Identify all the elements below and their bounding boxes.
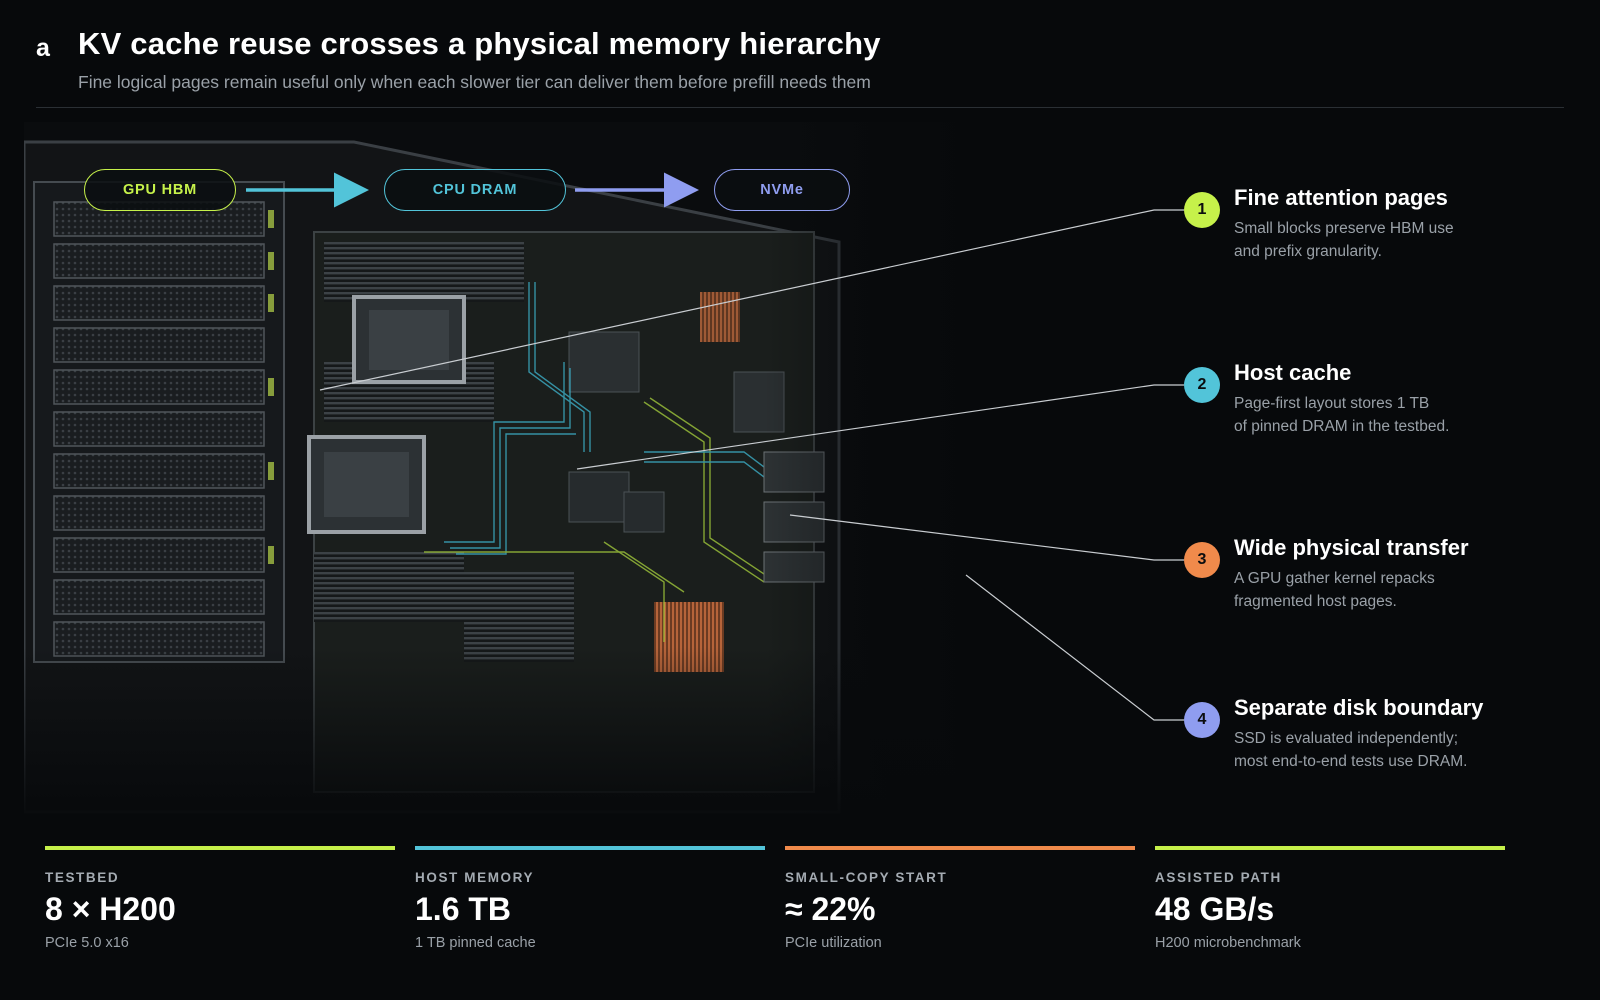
figure-subtitle: Fine logical pages remain useful only wh…: [78, 72, 871, 92]
header-divider: [36, 107, 1564, 108]
callout-description-line: fragmented host pages.: [1234, 593, 1397, 610]
leader-line-3: [789, 514, 1184, 561]
stat-value: 1.6 TB: [415, 891, 512, 927]
stat-value: 8 × H200: [45, 891, 176, 927]
callout-description-line: Page-first layout stores 1 TB: [1234, 395, 1430, 412]
stat-note: 1 TB pinned cache: [415, 935, 536, 951]
stat-assisted-path: ASSISTED PATH 48 GB/s H200 microbenchmar…: [1155, 846, 1505, 951]
stat-testbed: TESTBED 8 × H200 PCIe 5.0 x16: [45, 846, 395, 951]
callout-title: Wide physical transfer: [1234, 535, 1469, 560]
callout-title: Fine attention pages: [1234, 185, 1448, 210]
callout-description-line: A GPU gather kernel repacks: [1234, 570, 1435, 587]
callout-number-badge: 1: [1184, 192, 1220, 228]
callout-number-badge: 2: [1184, 367, 1220, 403]
stat-value: ≈ 22%: [785, 891, 876, 927]
stat-label: TESTBED: [45, 870, 120, 885]
stat-small-copy-start: SMALL-COPY START ≈ 22% PCIe utilization: [785, 846, 1135, 951]
callout-description-line: Small blocks preserve HBM use: [1234, 220, 1454, 237]
callout-description-line: SSD is evaluated independently;: [1234, 730, 1459, 747]
callout-title: Host cache: [1234, 360, 1352, 385]
stat-accent-bar: [415, 846, 765, 850]
leader-line-4: [965, 574, 1184, 721]
figure-title: KV cache reuse crosses a physical memory…: [78, 26, 881, 61]
stat-accent-bar: [1155, 846, 1505, 850]
leader-line-1: [319, 209, 1184, 391]
callout-description-line: and prefix granularity.: [1234, 243, 1382, 260]
stat-label: HOST MEMORY: [415, 870, 535, 885]
callout-description-line: of pinned DRAM in the testbed.: [1234, 418, 1450, 435]
stat-note: PCIe utilization: [785, 935, 882, 951]
stat-value: 48 GB/s: [1155, 891, 1275, 927]
stat-note: H200 microbenchmark: [1155, 935, 1301, 951]
stat-label: ASSISTED PATH: [1155, 870, 1282, 885]
callout-title: Separate disk boundary: [1234, 695, 1484, 720]
tier-pill-nvme: NVMe: [714, 169, 850, 211]
tier-pill-gpu-hbm: GPU HBM: [84, 169, 236, 211]
stat-accent-bar: [45, 846, 395, 850]
tier-pill-cpu-dram: CPU DRAM: [384, 169, 566, 211]
callout-description-line: most end-to-end tests use DRAM.: [1234, 753, 1468, 770]
stat-note: PCIe 5.0 x16: [45, 935, 129, 951]
stat-host-memory: HOST MEMORY 1.6 TB 1 TB pinned cache: [415, 846, 765, 951]
callout-number-badge: 3: [1184, 542, 1220, 578]
leader-line-2: [576, 384, 1184, 470]
stat-label: SMALL-COPY START: [785, 870, 948, 885]
stat-accent-bar: [785, 846, 1135, 850]
panel-letter: a: [36, 34, 50, 62]
callout-number-badge: 4: [1184, 702, 1220, 738]
server-board-illustration: [24, 122, 974, 822]
